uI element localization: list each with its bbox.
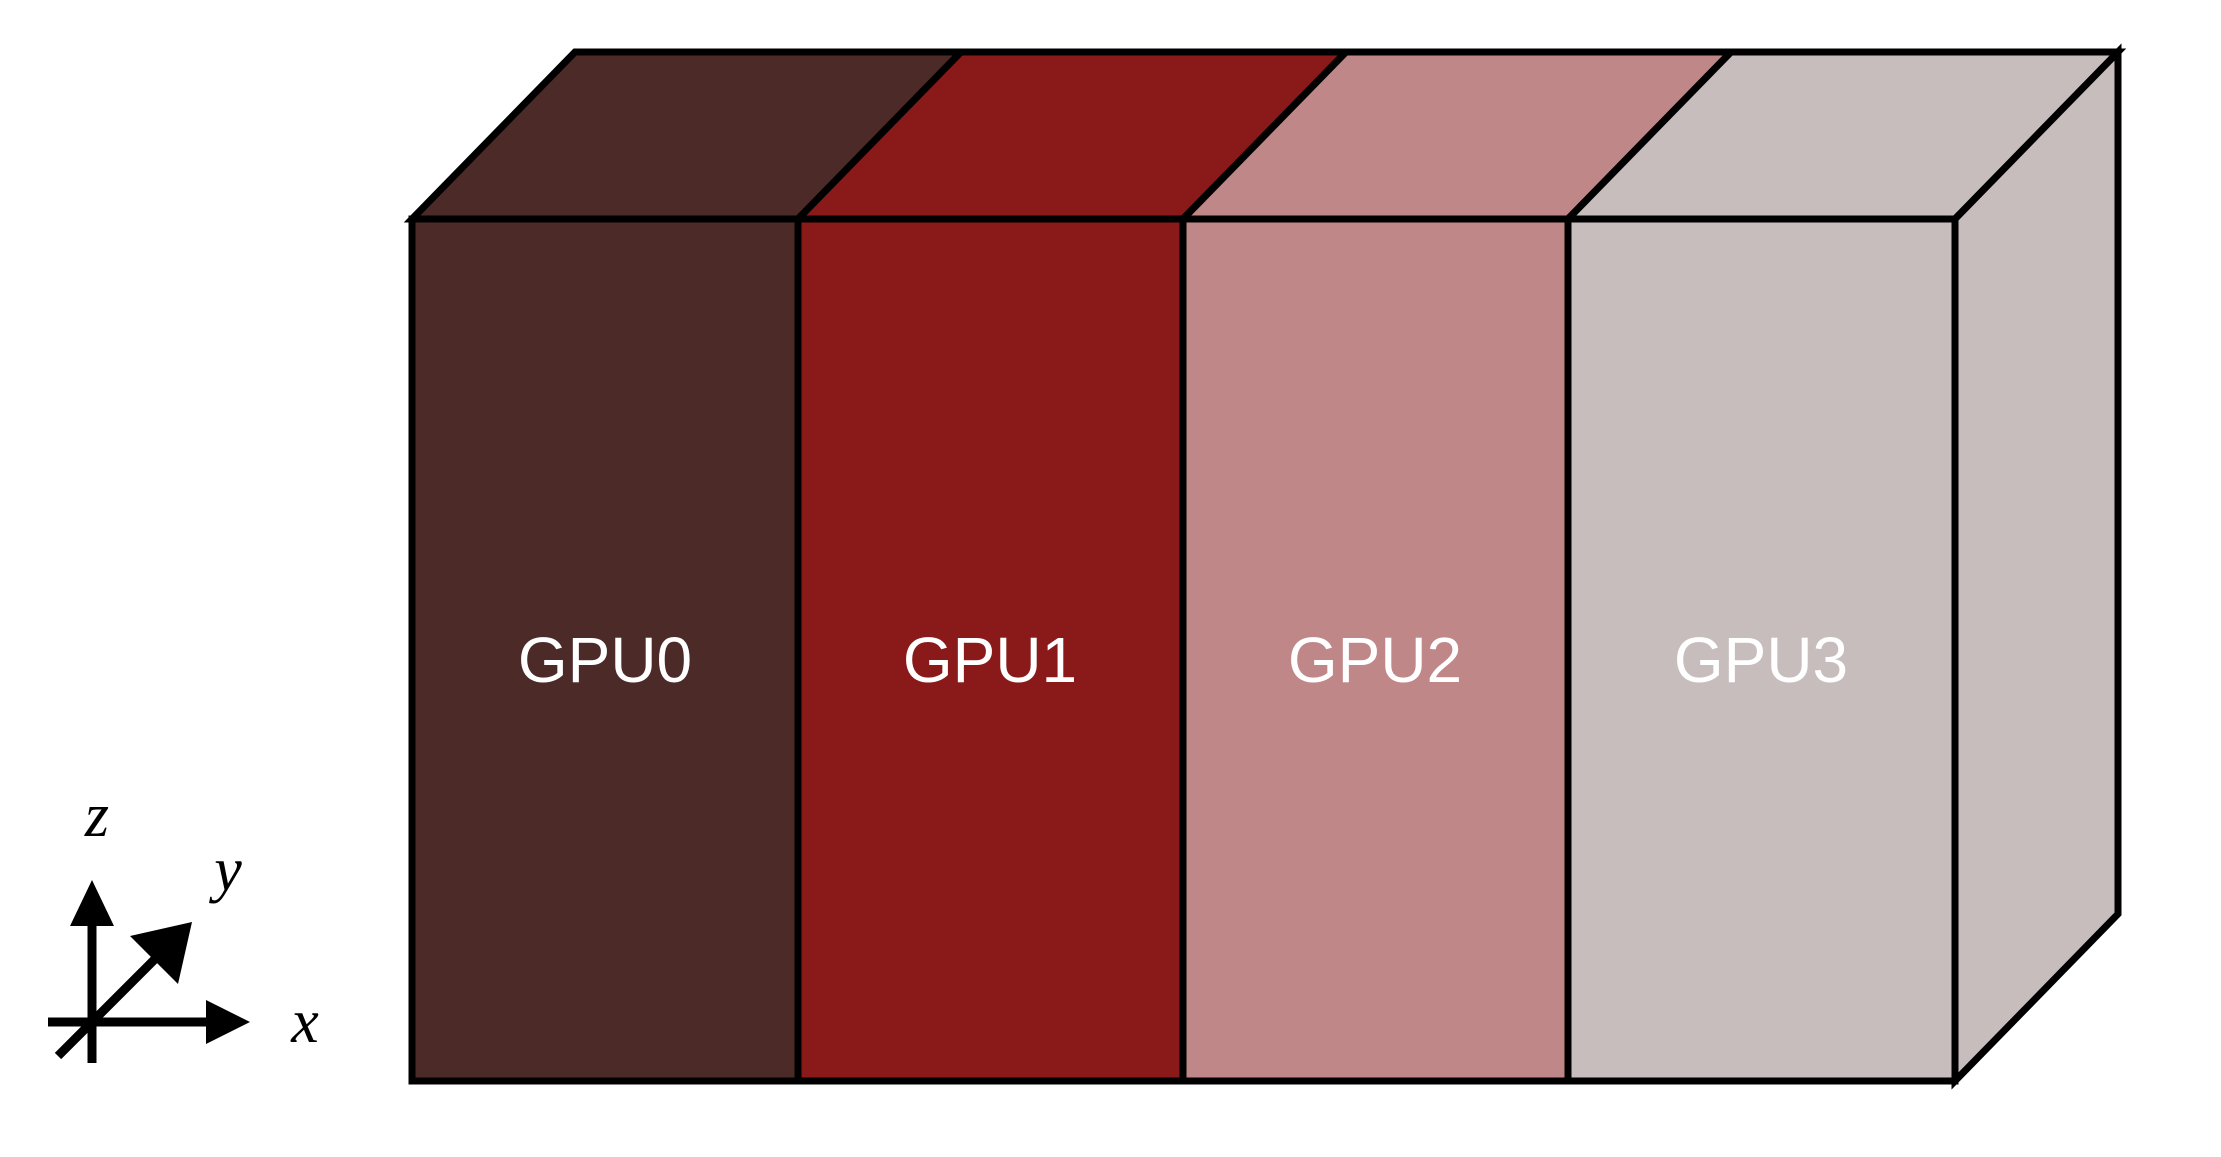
axis-triad: x y z (48, 782, 319, 1063)
front-face-gpu3[interactable] (1564, 215, 1959, 1085)
label-gpu2: GPU2 (1288, 624, 1462, 696)
cuboid-side-face-group (1951, 43, 2122, 1090)
label-gpu0: GPU0 (518, 624, 692, 696)
cuboid-front-faces (408, 215, 1959, 1085)
z-axis-label: z (84, 782, 109, 850)
y-axis-arrowhead (130, 922, 192, 984)
right-side-face[interactable] (1951, 43, 2122, 1090)
gpu-labels: GPU0 GPU1 GPU2 GPU3 (518, 624, 1848, 696)
label-gpu1: GPU1 (903, 624, 1077, 696)
x-axis-label: x (290, 988, 319, 1056)
y-axis-label: y (208, 836, 242, 904)
label-gpu3: GPU3 (1674, 624, 1848, 696)
cuboid-top-faces (403, 48, 2127, 223)
z-axis-arrowhead (70, 880, 114, 926)
x-axis-arrowhead (206, 1000, 250, 1044)
